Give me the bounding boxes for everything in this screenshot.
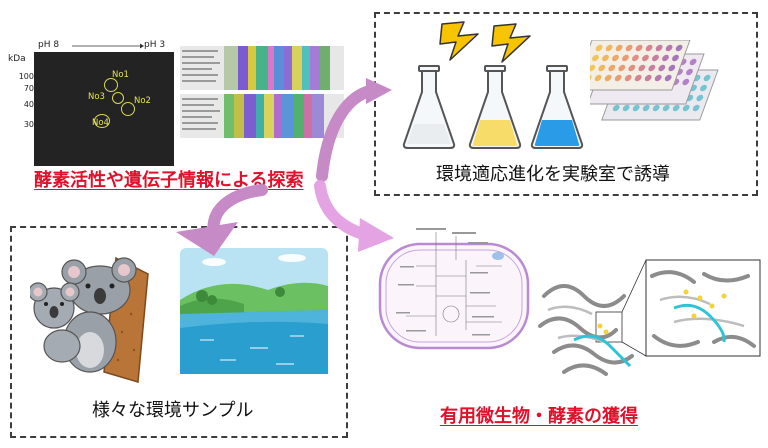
metabolic-pathway-map: [378, 228, 530, 350]
well-plate-icon: [590, 40, 719, 121]
gel-electrophoresis-image: pH 8 pH 3 kDa 100 70 40 30 No1 No3 No2 N…: [8, 40, 186, 178]
gel-unit-label: kDa: [8, 54, 26, 64]
lake-landscape-illustration: [180, 248, 328, 374]
gel-ph-right-label: pH 3: [144, 40, 166, 50]
gel-tick-30: 30: [8, 120, 40, 129]
gel-spot-ring-no2: [121, 102, 135, 116]
gel-spot-label-no4: No4: [92, 118, 109, 128]
gel-spot-label-no3: No3: [88, 92, 105, 102]
gel-ph-left-label: pH 8: [38, 40, 60, 50]
protein-structure-image: [538, 259, 761, 376]
gel-spot-ring-no1: [104, 78, 118, 92]
sequence-alignment-image-bottom: [180, 94, 344, 138]
gel-tick-40: 40: [8, 100, 40, 109]
flask-icon: [530, 65, 584, 149]
flask-icon: [402, 65, 456, 149]
gel-background: [34, 52, 174, 166]
gel-tick-70: 70: [8, 84, 40, 93]
gel-spot-label-no1: No1: [112, 70, 129, 80]
gel-tick-100: 100: [8, 72, 40, 81]
sequence-alignment-image-top: [180, 46, 344, 90]
flask-icon: [468, 65, 522, 149]
gel-spot-ring-no4: [94, 114, 110, 128]
lightning-icon: [439, 21, 479, 61]
gel-spot-ring-no1b: [112, 92, 124, 104]
lightning-icon: [491, 23, 531, 63]
caption-samples: 様々な環境サンプル: [92, 400, 254, 421]
gel-spot-label-no2: No2: [134, 96, 151, 106]
caption-acquisition: 有用微生物・酵素の獲得: [440, 406, 638, 427]
caption-lab-evolution: 環境適応進化を実験室で誘導: [436, 164, 670, 185]
koala-illustration: [30, 256, 149, 383]
caption-exploration: 酵素活性や遺伝子情報による探索: [34, 170, 304, 191]
ph-gradient-arrow-icon: [72, 43, 144, 49]
